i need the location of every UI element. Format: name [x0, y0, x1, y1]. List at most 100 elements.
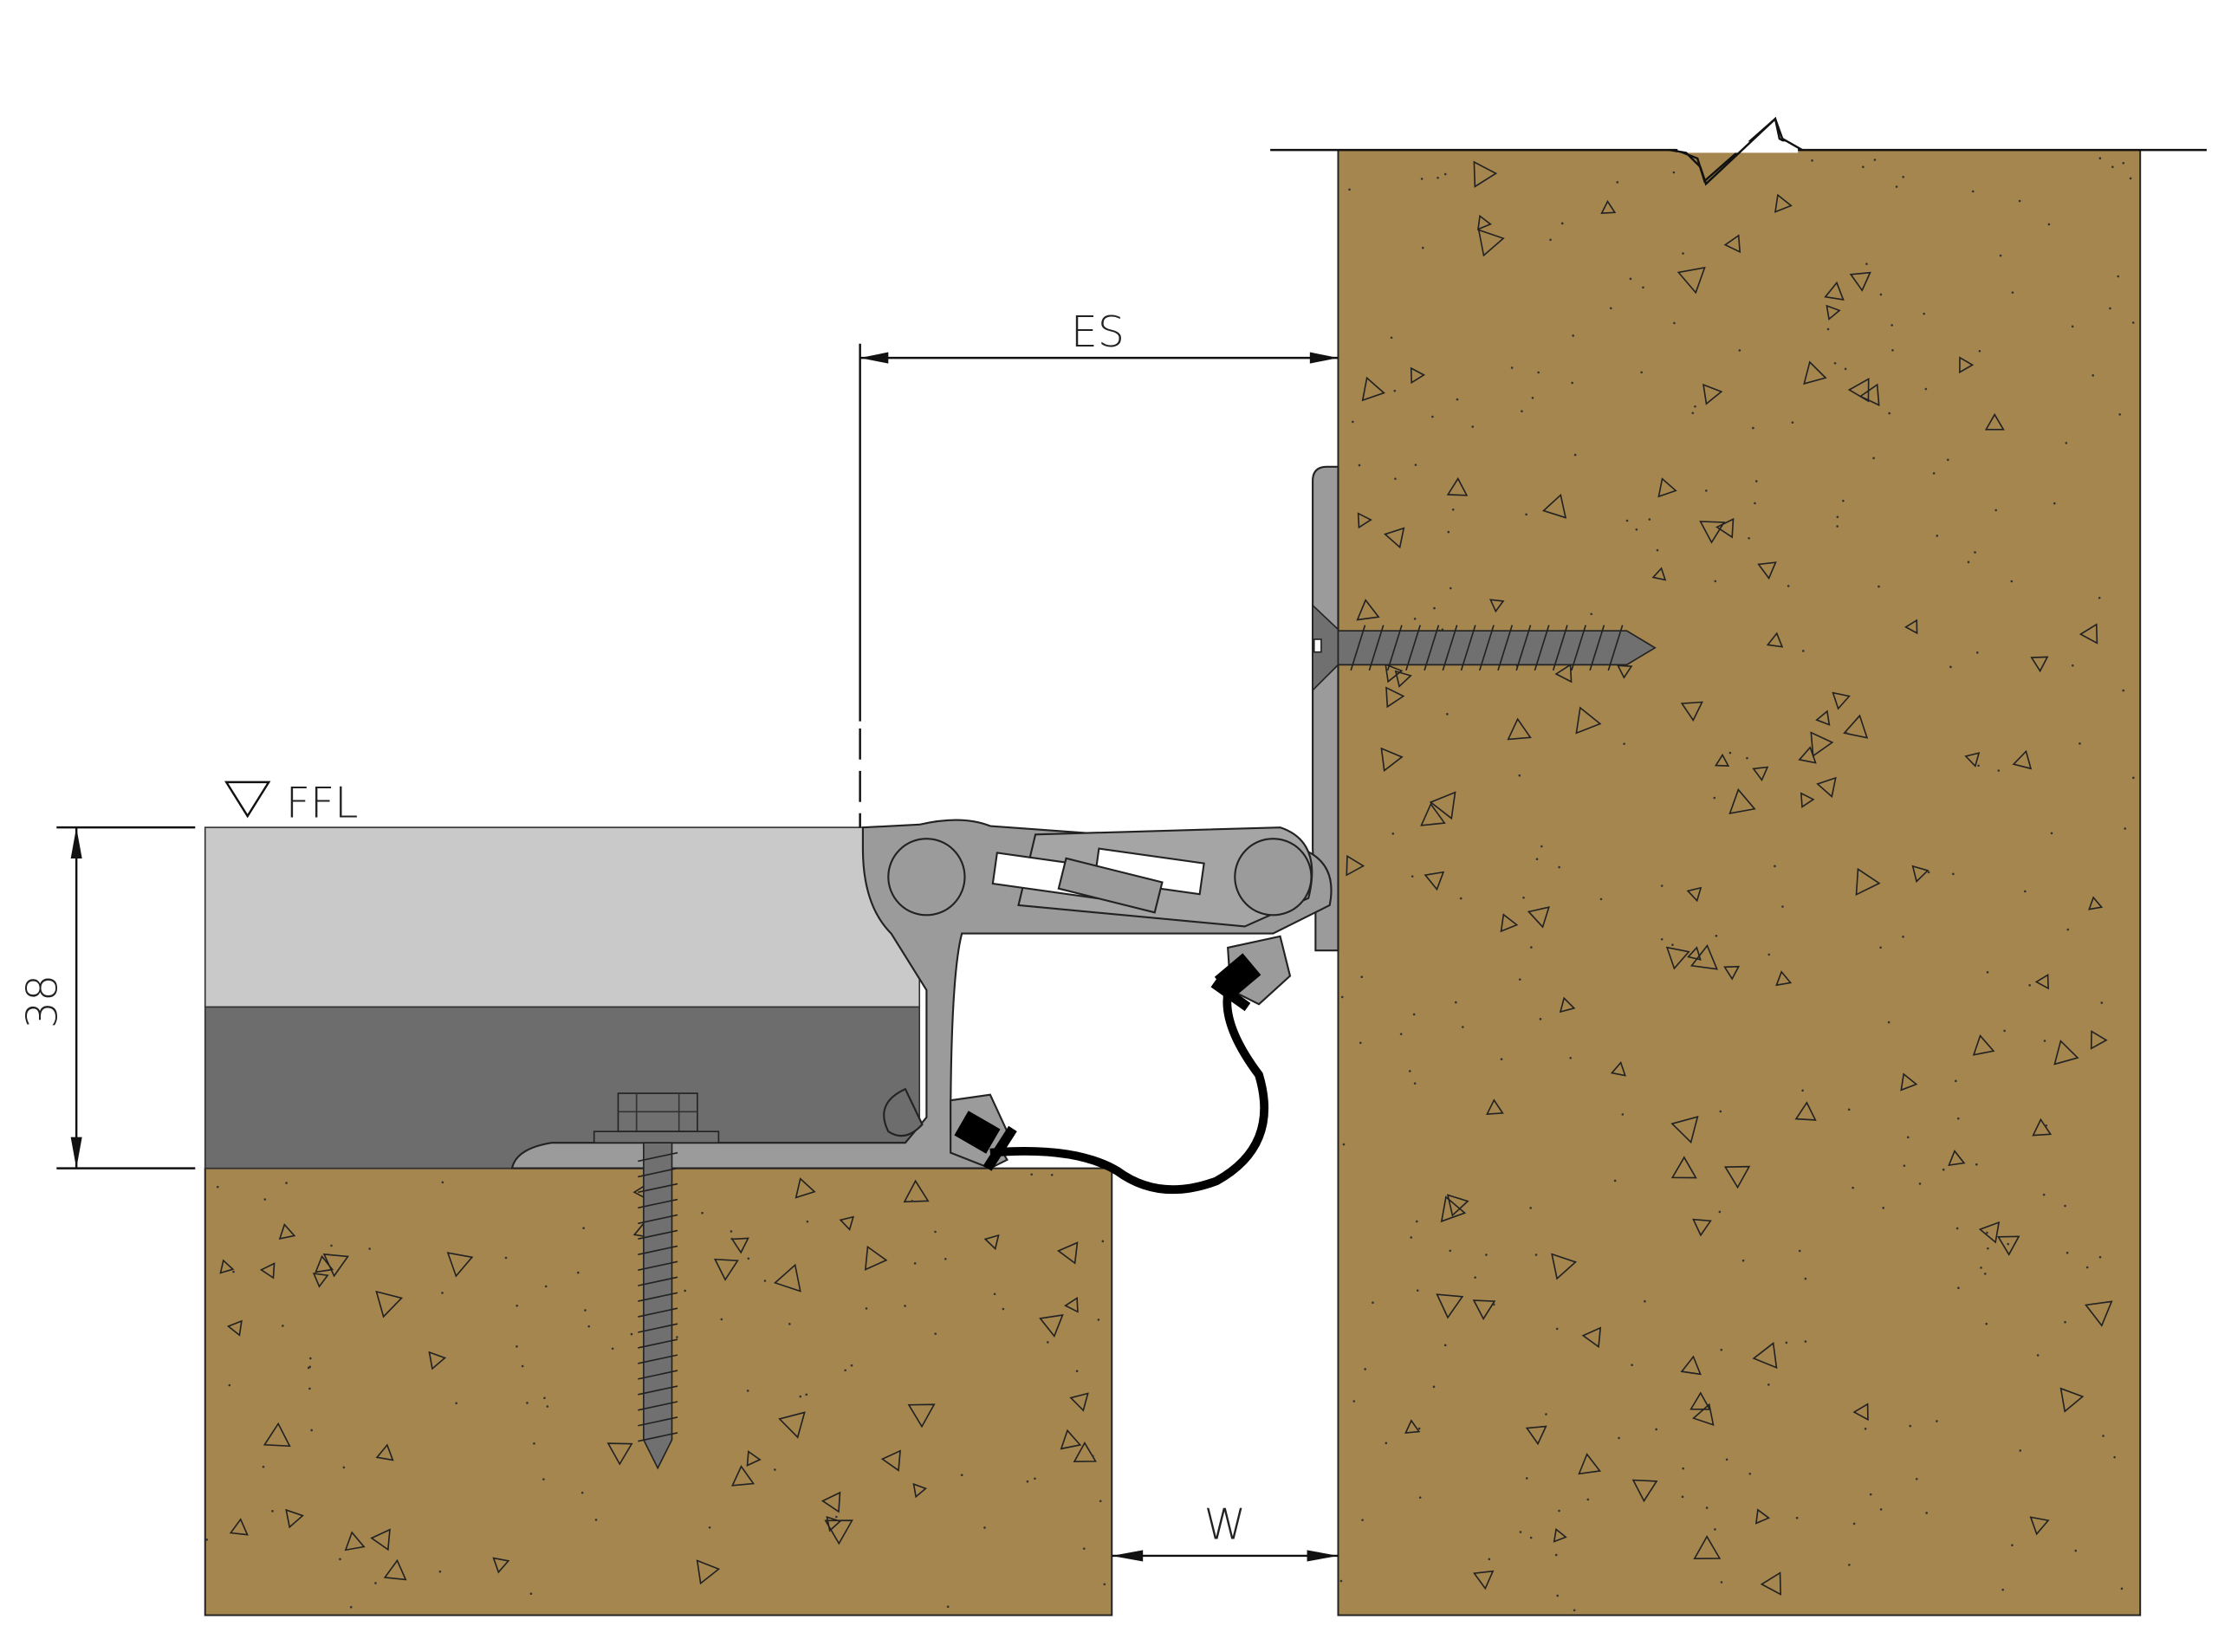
aggregate-dot — [1798, 1249, 1801, 1253]
aggregate-mark — [1473, 160, 1498, 188]
thread-line — [1589, 625, 1605, 671]
aggregate-dot — [1047, 1341, 1049, 1344]
aggregate-dot — [1682, 1467, 1684, 1470]
aggregate-dot — [2001, 1588, 2004, 1591]
aggregate-mark — [1525, 1425, 1547, 1446]
aggregate-mark — [794, 1177, 816, 1199]
thread-line — [1515, 625, 1532, 671]
aggregate-dot — [1417, 1427, 1421, 1430]
aggregate-mark — [1581, 1326, 1602, 1349]
aggregate-dot — [1408, 1070, 1411, 1072]
thread-line — [638, 1151, 678, 1163]
aggregate-dot — [1942, 1168, 1945, 1171]
aggregate-mark — [880, 1449, 901, 1472]
aggregate-dot — [1660, 937, 1664, 941]
aggregate-dot — [1728, 751, 1732, 755]
aggregate-dot — [2111, 165, 2114, 168]
aggregate-dot — [2053, 502, 2056, 505]
aggregate-dot — [542, 1478, 545, 1480]
aggregate-dot — [228, 1383, 231, 1387]
aggregate-dot — [455, 1402, 458, 1405]
aggregate-mark — [1617, 664, 1633, 679]
aggregate-dot — [1955, 1079, 1957, 1083]
aggregate-mark — [1657, 477, 1677, 498]
aggregate-mark — [259, 1262, 276, 1279]
aggregate-dot — [441, 1292, 444, 1294]
aggregate-dot — [788, 1323, 791, 1325]
aggregate-dot — [1925, 1512, 1928, 1514]
aggregate-dot — [2065, 442, 2068, 444]
aggregate-dot — [1609, 307, 1612, 310]
aggregate-dot — [1549, 238, 1552, 242]
aggregate-mark — [2012, 749, 2033, 770]
aggregate-dot — [913, 1262, 917, 1265]
aggregate-mark — [1774, 193, 1793, 213]
thread-line — [638, 1385, 678, 1396]
aggregate-mark — [1436, 1293, 1464, 1319]
aggregate-mark — [1039, 1314, 1064, 1338]
aggregate-mark — [229, 1518, 249, 1536]
screed-top-layer — [204, 826, 921, 1008]
aggregate-dot — [1936, 534, 1939, 537]
aggregate-mark — [2090, 1030, 2108, 1050]
aggregate-mark — [1410, 366, 1426, 385]
aggregate-mark — [1855, 867, 1881, 897]
aggregate-dot — [1361, 1519, 1364, 1521]
screed-bottom-layer — [204, 1006, 921, 1169]
aggregate-dot — [1635, 528, 1638, 531]
aggregate-dot — [1748, 536, 1750, 540]
thread-line — [1424, 625, 1440, 671]
aggregate-dot — [1952, 872, 1955, 876]
aggregate-dot — [1804, 1277, 1807, 1280]
aggregate-dot — [1385, 1441, 1388, 1445]
aggregate-dot — [944, 1257, 947, 1260]
aggregate-dot — [2024, 890, 2027, 893]
aggregate-dot — [263, 1198, 267, 1201]
aggregate-dot — [2129, 177, 2132, 180]
thread-line — [1460, 625, 1476, 671]
aggregate-dot — [1449, 1249, 1452, 1253]
aggregate-dot — [1648, 518, 1651, 521]
aggregate-mark — [1651, 567, 1667, 581]
aggregate-dot — [1075, 1370, 1079, 1373]
aggregate-dot — [1903, 1164, 1906, 1167]
aggregate-mark — [1692, 1218, 1712, 1237]
aggregate-mark — [1800, 792, 1815, 808]
aggregate-mark — [1551, 1253, 1578, 1280]
aggregate-dot — [799, 1395, 802, 1398]
aggregate-dot — [806, 1220, 809, 1223]
aggregate-dot — [1864, 1428, 1867, 1430]
aggregate-mark — [1815, 709, 1831, 726]
aggregate-dot — [1471, 425, 1475, 428]
aggregate-dot — [516, 1345, 518, 1348]
aggregate-dot — [1844, 367, 1847, 371]
aggregate-mark — [1676, 266, 1706, 295]
aggregate-dot — [1682, 252, 1684, 255]
aggregate-dot — [1443, 1344, 1447, 1347]
height-dimension: 38 — [17, 826, 196, 1169]
aggregate-dot — [1352, 1400, 1356, 1403]
aggregate-mark — [2030, 656, 2049, 673]
aggregate-dot — [1488, 1558, 1491, 1561]
aggregate-mark — [1723, 965, 1741, 981]
aggregate-dot — [2109, 307, 2111, 310]
aggregate-mark — [1702, 383, 1723, 405]
aggregate-dot — [1415, 1220, 1418, 1223]
aggregate-dot — [1785, 1341, 1788, 1344]
aggregate-dot — [1994, 509, 1997, 512]
aggregate-dot — [1660, 884, 1664, 887]
aggregate-dot — [1571, 381, 1573, 385]
aggregate-mark — [1832, 691, 1851, 710]
level-triangle-icon — [224, 781, 271, 819]
aggregate-dot — [205, 1539, 208, 1541]
aggregate-mark — [1440, 1195, 1467, 1223]
aggregate-dot — [1474, 1276, 1476, 1279]
aggregate-mark — [1553, 1527, 1567, 1543]
aggregate-dot — [2018, 199, 2021, 203]
aggregate-dot — [1540, 845, 1543, 848]
aggregate-dot — [1631, 1364, 1633, 1367]
aggregate-dot — [1525, 1477, 1528, 1480]
aggregate-dot — [2047, 223, 2051, 226]
aggregate-dot — [2071, 325, 2074, 328]
aggregate-mark — [1794, 1101, 1817, 1121]
